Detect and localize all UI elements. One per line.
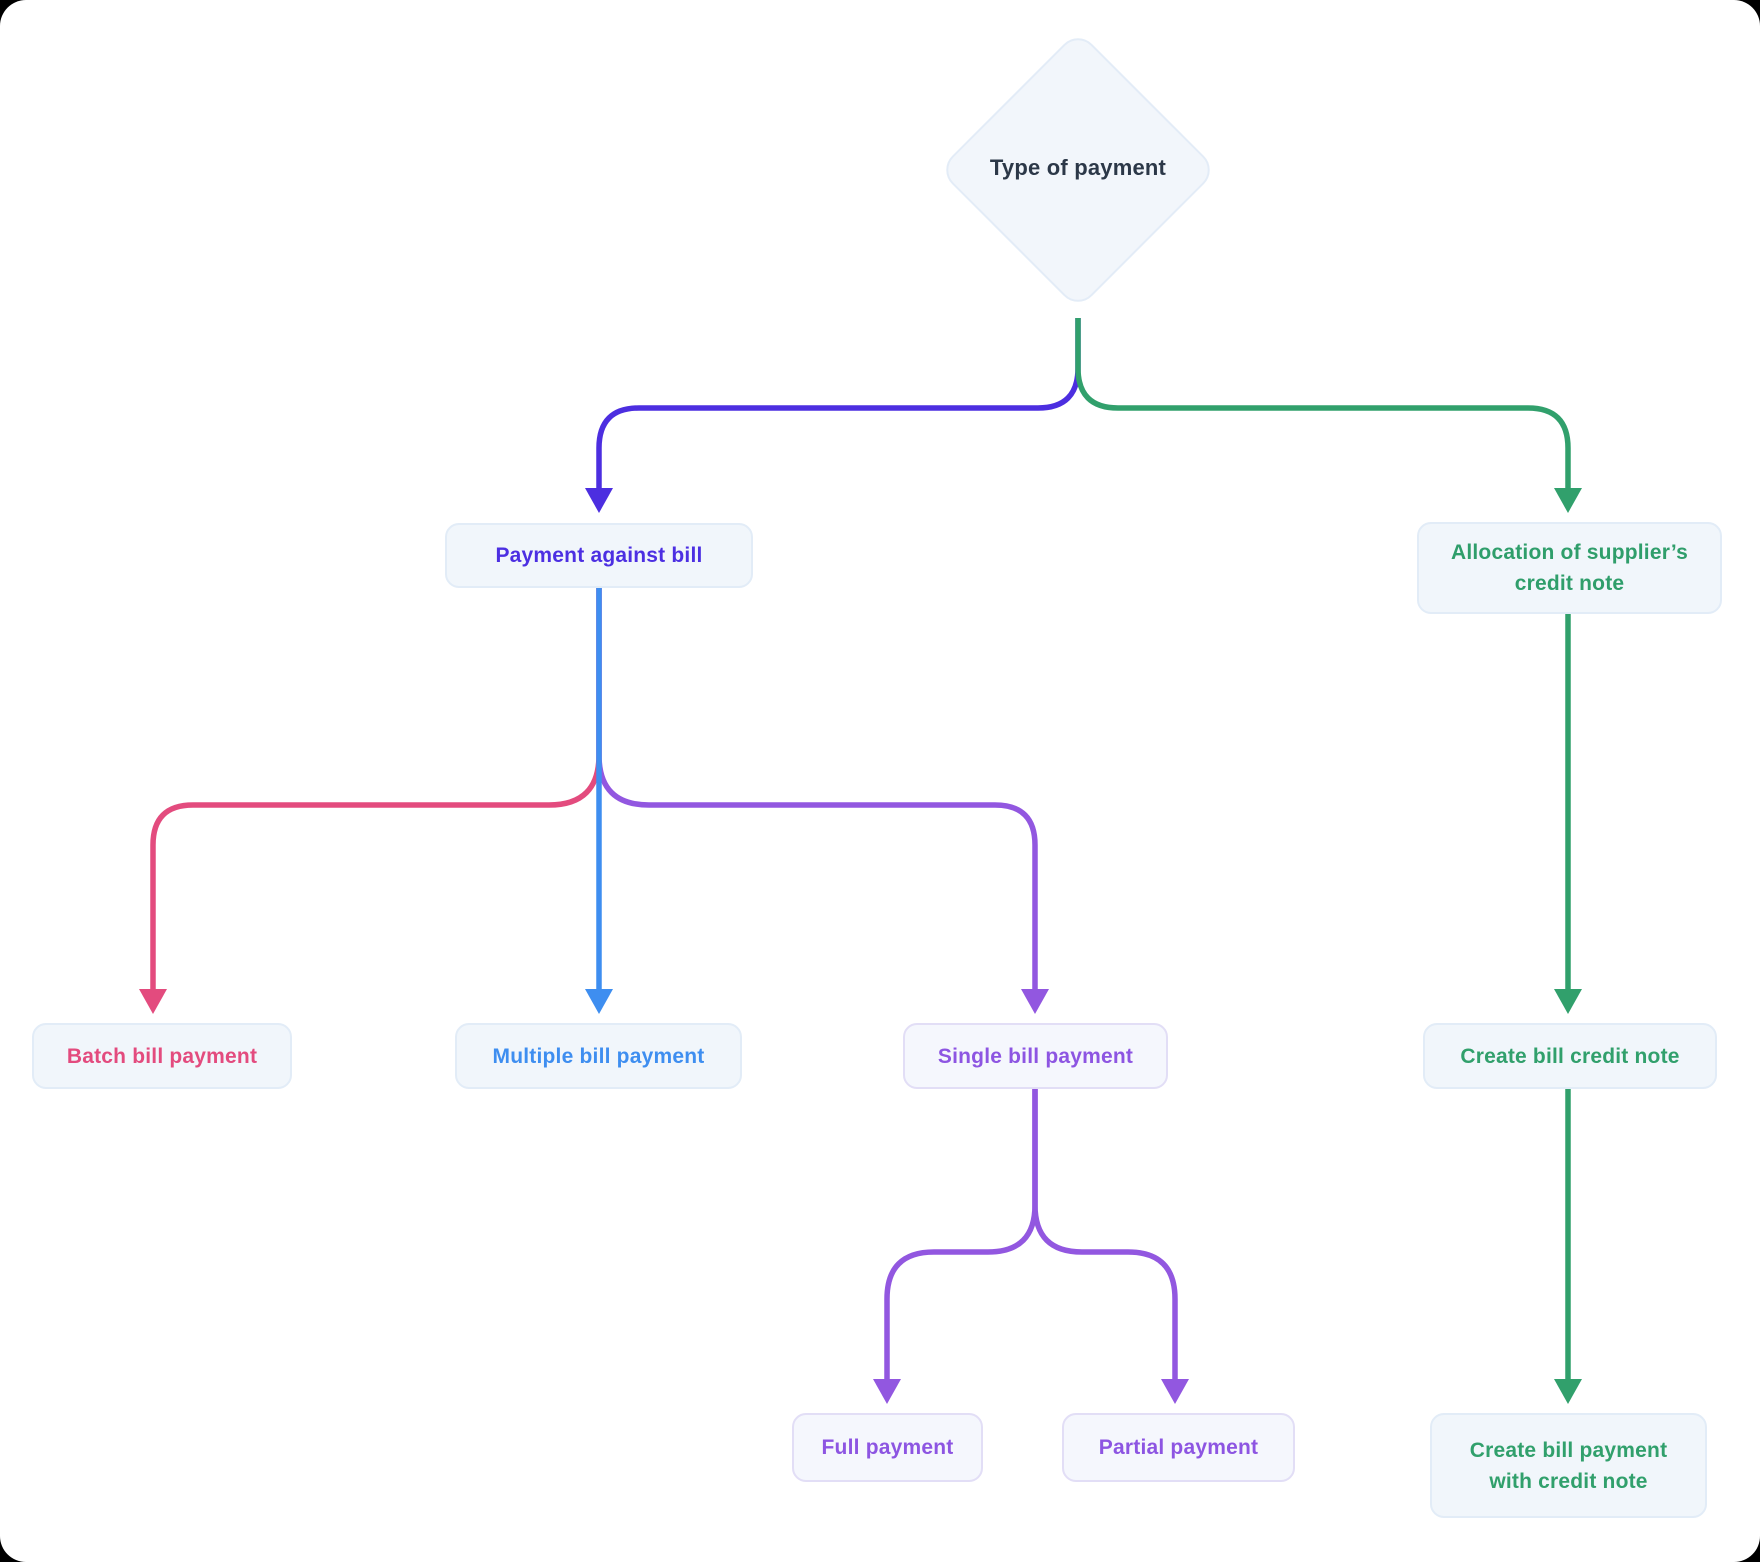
- edge-single-to-partial: [1032, 1089, 1178, 1390]
- node-allocation-label: Allocation of supplier’s credit note: [1451, 541, 1688, 595]
- edge-single-to-full: [884, 1089, 1038, 1390]
- node-type-of-payment-label: Type of payment: [989, 155, 1167, 180]
- node-partial-payment: Partial payment: [1062, 1413, 1295, 1482]
- node-create-bill-credit-note: Create bill credit note: [1423, 1023, 1717, 1089]
- node-multiple-label: Multiple bill payment: [492, 1044, 705, 1068]
- arrowhead-payment: [585, 488, 613, 513]
- node-full-payment: Full payment: [792, 1413, 983, 1482]
- node-create-credit-note-label: Create bill credit note: [1460, 1044, 1680, 1068]
- node-payment-against-bill: Payment against bill: [445, 523, 753, 588]
- arrowhead-multiple: [585, 989, 613, 1014]
- node-batch-bill-payment: Batch bill payment: [32, 1023, 292, 1089]
- edge-payment-to-single: [596, 588, 1038, 1000]
- arrowhead-single: [1021, 989, 1049, 1014]
- node-batch-label: Batch bill payment: [66, 1044, 258, 1068]
- node-single-label: Single bill payment: [937, 1044, 1134, 1068]
- arrowhead-allocation: [1554, 488, 1582, 513]
- node-create-bill-payment-with-credit-note: Create bill payment with credit note: [1430, 1413, 1707, 1518]
- arrowhead-batch: [139, 989, 167, 1014]
- node-partial-label: Partial payment: [1098, 1436, 1259, 1459]
- edge-root-to-payment: [596, 318, 1081, 499]
- node-payment-against-bill-label: Payment against bill: [495, 544, 703, 567]
- node-create-bill-payment-label: Create bill payment with credit note: [1469, 1438, 1668, 1493]
- arrowhead-partial: [1161, 1379, 1189, 1404]
- arrowhead-full: [873, 1379, 901, 1404]
- node-allocation-of-suppliers-credit-note: Allocation of supplier’s credit note: [1417, 522, 1722, 614]
- arrowhead-create-credit-note: [1554, 989, 1582, 1014]
- arrowhead-create-bill-payment: [1554, 1379, 1582, 1404]
- edge-payment-to-batch: [150, 588, 602, 1000]
- node-single-bill-payment: Single bill payment: [903, 1023, 1168, 1089]
- edge-root-to-allocation: [1075, 318, 1571, 499]
- node-full-label: Full payment: [821, 1436, 954, 1459]
- node-multiple-bill-payment: Multiple bill payment: [455, 1023, 742, 1089]
